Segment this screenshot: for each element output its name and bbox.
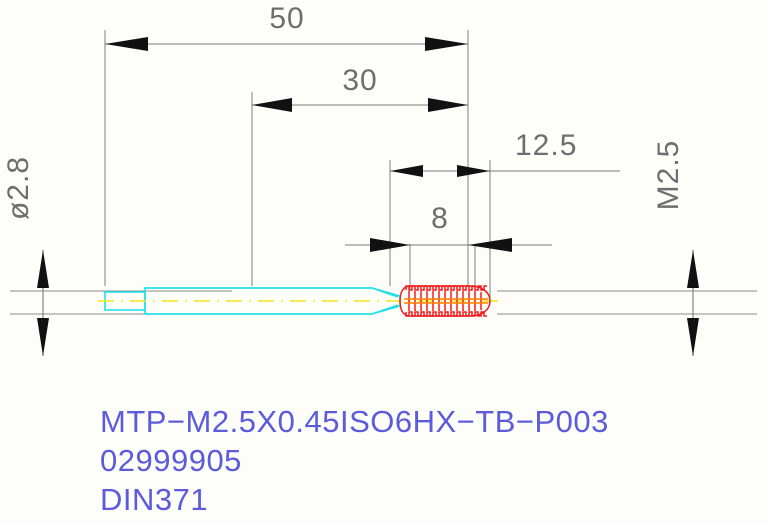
title-block: MTP−M2.5X0.45ISO6HX−TB−P003 02999905 DIN… — [100, 404, 609, 517]
dimension-thread-size: M2.5 — [652, 140, 699, 356]
arrowhead-50-right — [425, 37, 468, 51]
arrowhead-8-right — [468, 238, 512, 252]
dimension-50: 50 — [105, 2, 468, 51]
arrowhead-50-left — [105, 37, 148, 51]
dimension-30: 30 — [252, 64, 468, 112]
dimension-125: 12.5 — [390, 129, 620, 177]
part-neck-taper-top — [371, 287, 399, 298]
arrowhead-125-left — [390, 165, 423, 177]
thread-flank-lines — [408, 291, 482, 311]
dim-label-thread-size: M2.5 — [652, 140, 685, 211]
dim-label-50: 50 — [269, 2, 304, 35]
dimension-shank-diameter: ø2.8 — [2, 156, 49, 356]
thread-teeth-bottom-path — [405, 311, 487, 317]
thread-envelope — [399, 285, 491, 317]
dim-label-125: 12.5 — [515, 129, 577, 162]
title-line-order-number: 02999905 — [100, 443, 242, 478]
arrowhead-30-left — [252, 98, 292, 112]
arrowhead-125-right — [457, 165, 490, 177]
arrowhead-30-right — [428, 98, 468, 112]
dim-label-8: 8 — [431, 202, 449, 235]
dim-label-shank-diameter: ø2.8 — [2, 156, 35, 220]
thread-teeth-top-path — [405, 285, 487, 291]
part-neck-taper-bottom — [371, 304, 399, 315]
part-thread-section — [399, 285, 491, 317]
title-line-part-number: MTP−M2.5X0.45ISO6HX−TB−P003 — [100, 404, 609, 439]
dimension-8: 8 — [345, 202, 552, 252]
dim-label-30: 30 — [342, 64, 377, 97]
arrowhead-dia-bottom — [37, 318, 49, 356]
arrowhead-m25-bottom — [687, 318, 699, 356]
title-line-standard: DIN371 — [100, 482, 208, 517]
thread-teeth-top — [405, 285, 487, 291]
part-geometry — [98, 285, 500, 317]
arrowhead-8-left — [370, 238, 410, 252]
extension-lines — [10, 30, 757, 315]
arrowhead-m25-top — [687, 250, 699, 288]
thread-teeth-bottom — [405, 311, 487, 317]
arrowhead-dia-top — [37, 250, 49, 288]
